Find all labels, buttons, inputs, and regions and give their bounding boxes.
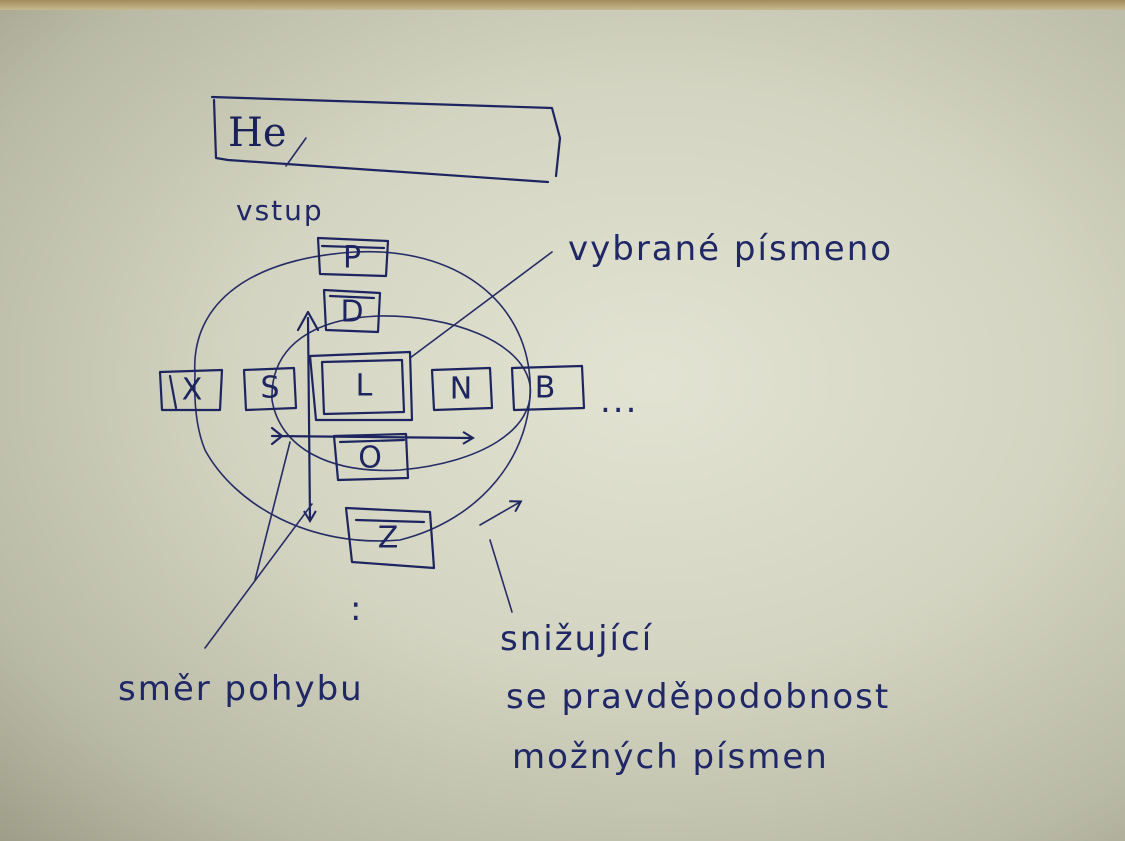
vertical-arrow-top bbox=[296, 310, 320, 332]
selected-leader-line bbox=[409, 251, 553, 359]
direction-label: směr pohybu bbox=[118, 669, 364, 709]
svg-text:L: L bbox=[356, 369, 373, 404]
more-letters-down: : bbox=[350, 589, 363, 629]
input-box-outline-bottom bbox=[212, 98, 550, 184]
svg-text:X: X bbox=[182, 373, 203, 408]
ellipse-direction-arrow bbox=[479, 500, 523, 526]
key-n: N bbox=[430, 366, 494, 412]
key-p: P bbox=[316, 236, 390, 278]
svg-text:Z: Z bbox=[378, 521, 399, 556]
table-edge bbox=[0, 0, 1125, 10]
svg-text:S: S bbox=[260, 371, 279, 406]
selected-letter-label: vybrané písmeno bbox=[568, 229, 893, 269]
horizontal-arrow-tail bbox=[270, 426, 284, 446]
svg-text:P: P bbox=[343, 241, 361, 276]
key-s: S bbox=[242, 366, 298, 412]
key-d: D bbox=[322, 288, 382, 334]
key-l-selected: L bbox=[308, 350, 414, 422]
key-b: B bbox=[510, 364, 586, 412]
svg-text:N: N bbox=[450, 372, 472, 407]
more-letters-right: ... bbox=[600, 381, 638, 421]
text-cursor bbox=[285, 137, 307, 167]
probability-label-line3: možných písmen bbox=[512, 737, 829, 777]
svg-text:D: D bbox=[340, 295, 363, 330]
input-box-outline-top bbox=[210, 95, 562, 178]
input-text: He bbox=[228, 110, 287, 156]
key-o: O bbox=[332, 432, 410, 482]
outer-ellipse bbox=[193, 250, 531, 542]
key-x: X bbox=[158, 368, 224, 412]
vertical-arrow bbox=[303, 316, 317, 523]
direction-leader-line-1 bbox=[254, 441, 291, 581]
horizontal-arrow bbox=[270, 431, 475, 445]
direction-leader-line-2 bbox=[204, 503, 313, 649]
text-input-box: He bbox=[210, 95, 562, 184]
probability-label-line2: se pravděpodobnost bbox=[506, 677, 890, 717]
probability-label-line1: snižující bbox=[500, 619, 653, 659]
svg-text:O: O bbox=[358, 441, 382, 476]
probability-leader-line bbox=[489, 539, 513, 613]
input-label: vstup bbox=[236, 194, 324, 227]
key-z: Z bbox=[344, 506, 436, 570]
svg-text:B: B bbox=[535, 371, 556, 406]
